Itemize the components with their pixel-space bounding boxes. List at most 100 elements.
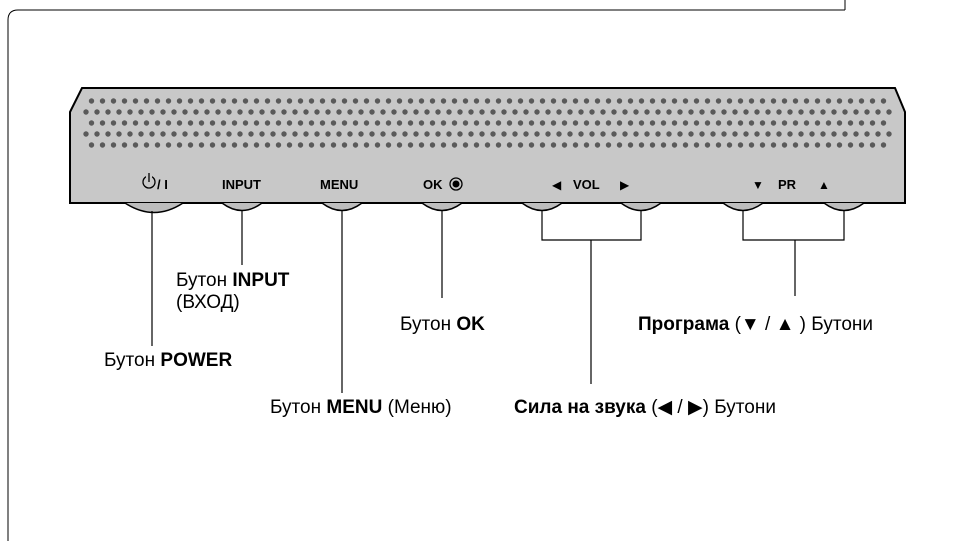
input-button[interactable] — [221, 202, 263, 212]
vol-right-button[interactable] — [620, 202, 662, 212]
menu-callout: Бутон MENU (Меню) — [270, 397, 452, 418]
grille-dot — [176, 120, 183, 126]
grille-dot — [418, 120, 425, 126]
grille-dot — [457, 131, 463, 137]
grille-dot — [490, 131, 496, 137]
grille-dot — [770, 120, 777, 126]
grille-dot — [528, 98, 535, 104]
grille-dot — [831, 109, 837, 115]
grille-dot — [594, 98, 601, 104]
grille-dot — [385, 98, 392, 104]
grille-dot — [534, 131, 540, 137]
menu-button[interactable] — [321, 202, 363, 212]
program-callout: Програма (▼ / ▲ ) Бутони — [638, 314, 873, 335]
grille-dot — [770, 98, 777, 104]
grille-dot — [550, 142, 557, 148]
grille-dot — [550, 120, 557, 126]
grille-dot — [836, 98, 843, 104]
grille-dot — [330, 98, 337, 104]
grille-dot — [693, 98, 700, 104]
power-slash-label: / I — [157, 177, 168, 192]
grille-dot — [446, 131, 452, 137]
grille-dot — [693, 142, 700, 148]
pr-down-button[interactable] — [722, 202, 764, 212]
grille-dot — [490, 109, 496, 115]
grille-dot — [105, 109, 111, 115]
grille-dot — [765, 109, 771, 115]
grille-dot — [539, 120, 546, 126]
grille-dot — [462, 142, 469, 148]
grille-dot — [462, 120, 469, 126]
grille-dot — [83, 109, 89, 115]
grille-dot — [248, 109, 254, 115]
grille-dot — [858, 98, 865, 104]
grille-dot — [869, 142, 876, 148]
grille-dot — [391, 131, 397, 137]
power-button[interactable] — [124, 202, 184, 214]
grille-dot — [99, 98, 106, 104]
grille-dot — [226, 131, 232, 137]
grille-dot — [715, 120, 722, 126]
grille-dot — [292, 131, 298, 137]
grille-dot — [248, 131, 254, 137]
grille-dot — [814, 142, 821, 148]
grille-dot — [275, 98, 282, 104]
grille-dot — [226, 109, 232, 115]
grille-dot — [534, 109, 540, 115]
grille-dot — [875, 109, 881, 115]
grille-dot — [506, 98, 513, 104]
grille-dot — [512, 109, 518, 115]
pr-up-button[interactable] — [823, 202, 865, 212]
vol-left-button[interactable] — [521, 202, 563, 212]
grille-dot — [297, 98, 304, 104]
grille-dot — [814, 120, 821, 126]
grille-dot — [726, 98, 733, 104]
grille-dot — [270, 131, 276, 137]
grille-dot — [748, 142, 755, 148]
grille-dot — [209, 120, 216, 126]
grille-dot — [748, 98, 755, 104]
grille-dot — [220, 120, 227, 126]
grille-dot — [545, 131, 551, 137]
grille-dot — [660, 142, 667, 148]
ok-button[interactable] — [421, 202, 463, 212]
grille-dot — [374, 142, 381, 148]
grille-dot — [671, 142, 678, 148]
grille-dot — [198, 120, 205, 126]
grille-dot — [842, 131, 848, 137]
panel-menu-label: MENU — [320, 177, 358, 192]
grille-dot — [237, 109, 243, 115]
grille-dot — [743, 131, 749, 137]
grille-dot — [99, 142, 106, 148]
grille-dot — [132, 120, 139, 126]
grille-dot — [831, 131, 837, 137]
grille-dot — [182, 131, 188, 137]
grille-dot — [171, 131, 177, 137]
grille-dot — [583, 98, 590, 104]
grille-dot — [622, 131, 628, 137]
grille-dot — [132, 98, 139, 104]
grille-dot — [776, 109, 782, 115]
grille-dot — [605, 120, 612, 126]
grille-dot — [380, 109, 386, 115]
grille-dot — [286, 98, 293, 104]
grille-dot — [759, 120, 766, 126]
grille-dot — [853, 131, 859, 137]
grille-dot — [396, 120, 403, 126]
grille-dot — [231, 142, 238, 148]
grille-dot — [704, 98, 711, 104]
grille-dot — [633, 109, 639, 115]
grille-dot — [358, 131, 364, 137]
grille-dot — [198, 142, 205, 148]
grille-dot — [572, 142, 579, 148]
grille-dot — [660, 98, 667, 104]
grille-dot — [726, 120, 733, 126]
grille-dot — [699, 109, 705, 115]
grille-dot — [473, 142, 480, 148]
grille-dot — [407, 98, 414, 104]
grille-dot — [132, 142, 139, 148]
grille-dot — [270, 109, 276, 115]
grille-dot — [572, 120, 579, 126]
grille-dot — [660, 120, 667, 126]
grille-dot — [627, 120, 634, 126]
